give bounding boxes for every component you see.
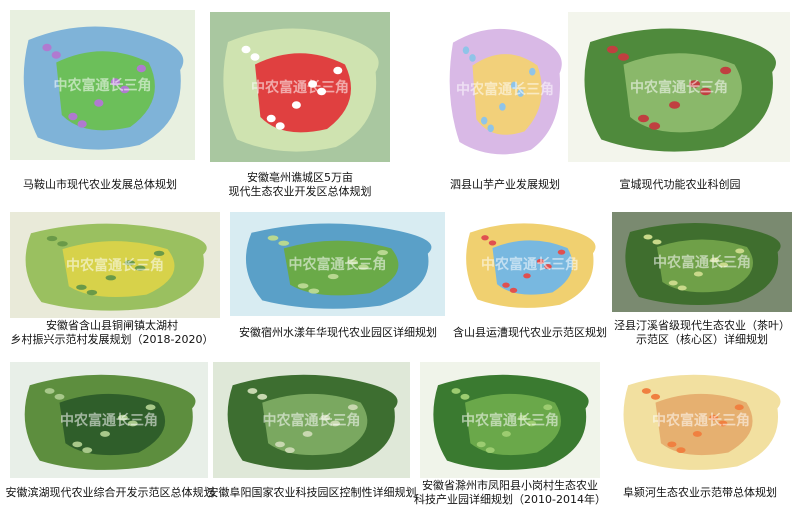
caption-line: 乡村振兴示范村发展规划（2018-2020） [10, 333, 214, 346]
plan-caption: 安徽亳州谯城区5万亩现代生态农业开发区总体规划 [229, 171, 372, 199]
caption-line: 宣城现代功能农业科创园 [619, 178, 741, 191]
plan-caption: 安徽阜阳国家农业科技园区控制性详细规划 [208, 486, 417, 500]
plan-caption: 泗县山芋产业发展规划 [450, 178, 560, 192]
plan-caption: 安徽滨湖现代农业综合开发示范区总体规划 [6, 486, 215, 500]
caption-line: 含山县运漕现代农业示范区规划 [453, 326, 607, 339]
caption-line: 安徽阜阳国家农业科技园区控制性详细规划 [207, 486, 417, 499]
caption-line: 安徽省含山县铜闸镇太湖村 [46, 319, 178, 332]
caption-line: 科技产业园详细规划（2010-2014年） [414, 493, 606, 506]
caption-line: 泾县汀溪省级现代生态农业（茶叶） [614, 319, 790, 332]
plan-caption: 含山县运漕现代农业示范区规划 [453, 326, 607, 340]
plan-caption: 安徽省含山县铜闸镇太湖村乡村振兴示范村发展规划（2018-2020） [11, 319, 214, 347]
plan-image[interactable]: 中农富通长三角 [10, 10, 195, 160]
caption-line: 安徽亳州谯城区5万亩 [247, 171, 353, 184]
caption-line: 阜颍河生态农业示范带总体规划 [623, 486, 777, 499]
caption-line: 马鞍山市现代农业发展总体规划 [23, 178, 177, 191]
plan-caption: 安徽省滁州市凤阳县小岗村生态农业科技产业园详细规划（2010-2014年） [414, 479, 606, 507]
caption-line: 安徽省滁州市凤阳县小岗村生态农业 [422, 479, 598, 492]
plan-caption: 泾县汀溪省级现代生态农业（茶叶）示范区（核心区）详细规划 [614, 319, 790, 347]
plan-image[interactable]: 中农富通长三角 [568, 12, 790, 162]
caption-line: 泗县山芋产业发展规划 [450, 178, 560, 191]
plan-image[interactable]: 中农富通长三角 [420, 362, 600, 478]
caption-line: 示范区（核心区）详细规划 [636, 333, 768, 346]
plan-image[interactable]: 中农富通长三角 [10, 212, 220, 318]
plan-image[interactable]: 中农富通长三角 [610, 362, 792, 478]
plan-caption: 安徽宿州水漾年华现代农业园区详细规划 [239, 326, 437, 340]
plan-image[interactable]: 中农富通长三角 [210, 12, 390, 162]
plan-image[interactable]: 中农富通长三角 [612, 212, 792, 312]
plan-caption: 宣城现代功能农业科创园 [620, 178, 741, 192]
caption-line: 安徽滨湖现代农业综合开发示范区总体规划 [5, 486, 215, 499]
caption-line: 现代生态农业开发区总体规划 [228, 185, 372, 198]
caption-line: 安徽宿州水漾年华现代农业园区详细规划 [239, 326, 437, 339]
plan-caption: 阜颍河生态农业示范带总体规划 [623, 486, 777, 500]
plan-caption: 马鞍山市现代农业发展总体规划 [23, 178, 177, 192]
plan-image[interactable]: 中农富通长三角 [455, 212, 605, 315]
plan-image[interactable]: 中农富通长三角 [230, 212, 445, 316]
plan-image[interactable]: 中农富通长三角 [10, 362, 208, 478]
plan-image[interactable]: 中农富通长三角 [213, 362, 410, 478]
plan-image[interactable]: 中农富通长三角 [440, 12, 570, 165]
